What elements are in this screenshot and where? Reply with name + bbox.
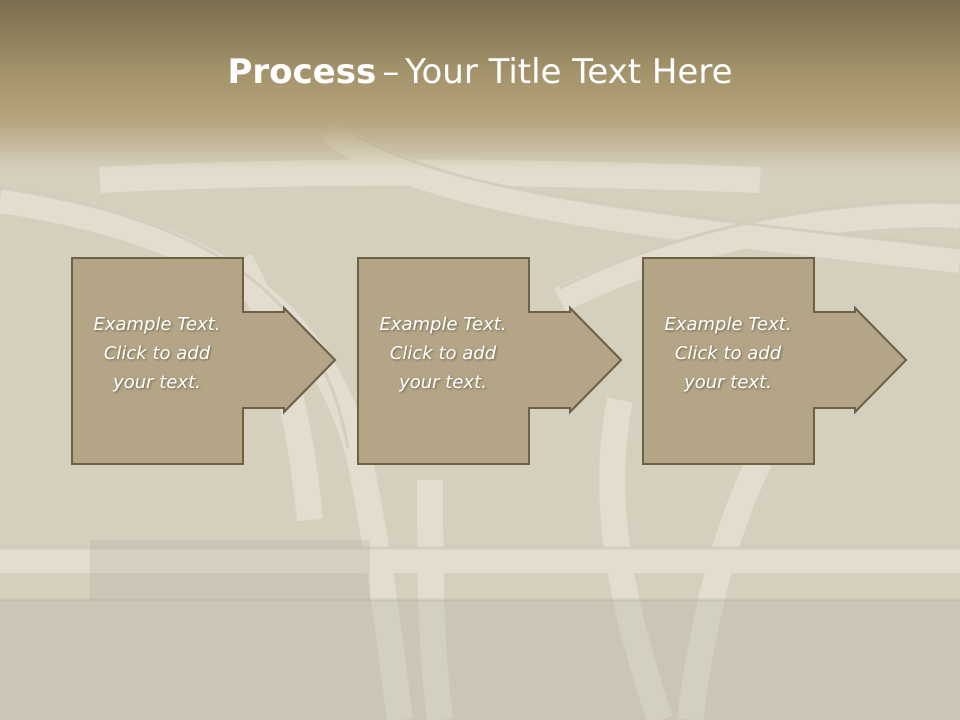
process-step-1[interactable]: Example Text. Click to add your text.	[70, 256, 340, 468]
process-step-2[interactable]: Example Text. Click to add your text.	[356, 256, 626, 468]
step-line-1: Example Text.	[379, 314, 507, 335]
step-line-2: Click to add	[389, 343, 497, 364]
step-line-2: Click to add	[103, 343, 211, 364]
title-bold: Process	[227, 52, 377, 92]
step-line-3: your text.	[113, 372, 201, 393]
step-box-arrow-shape	[642, 257, 908, 465]
step-text: Example Text. Click to add your text.	[358, 310, 528, 397]
step-box-arrow-shape	[71, 257, 337, 465]
step-text: Example Text. Click to add your text.	[643, 310, 813, 397]
slide-title[interactable]: Process–Your Title Text Here	[0, 52, 960, 92]
step-line-2: Click to add	[674, 343, 782, 364]
title-rest: Your Title Text Here	[405, 52, 733, 92]
step-line-3: your text.	[684, 372, 772, 393]
step-line-3: your text.	[399, 372, 487, 393]
step-line-1: Example Text.	[664, 314, 792, 335]
step-line-1: Example Text.	[93, 314, 221, 335]
title-separator: –	[382, 52, 400, 92]
step-box-arrow-shape	[357, 257, 623, 465]
step-text: Example Text. Click to add your text.	[72, 310, 242, 397]
process-step-3[interactable]: Example Text. Click to add your text.	[641, 256, 911, 468]
title-band	[0, 0, 960, 170]
